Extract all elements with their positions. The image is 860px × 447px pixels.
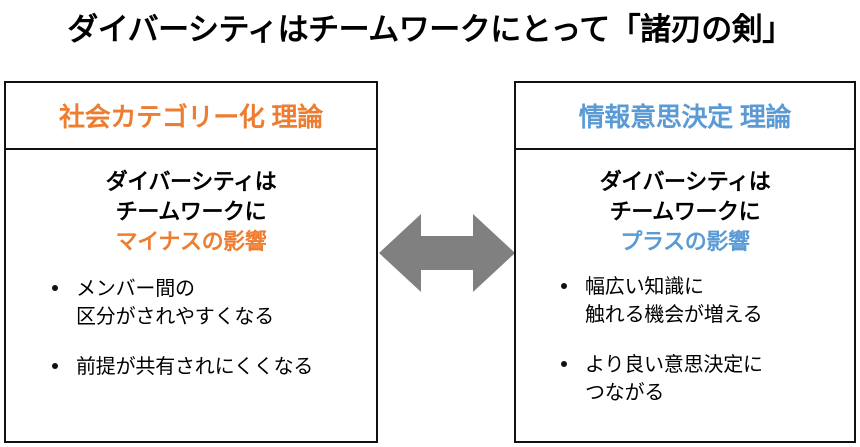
panel-left-lead: ダイバーシティは チームワークに マイナスの影響: [6, 150, 376, 257]
list-item: 幅広い知識に 触れる機会が増える: [558, 273, 854, 329]
panel-left-header: 社会カテゴリー化 理論: [6, 83, 376, 150]
panel-right-lead: ダイバーシティは チームワークに プラスの影響: [516, 150, 854, 257]
bullet-dot-icon: [561, 361, 567, 367]
panel-right-body: ダイバーシティは チームワークに プラスの影響 幅広い知識に 触れる機会が増える…: [516, 150, 854, 441]
panel-social-categorization: 社会カテゴリー化 理論 ダイバーシティは チームワークに マイナスの影響 メンバ…: [4, 81, 378, 443]
panel-right-bullet-list: 幅広い知識に 触れる機会が増える より良い意思決定に つながる: [516, 257, 854, 407]
panel-left-lead-accent: マイナスの影響: [115, 229, 267, 254]
bullet-dot-icon: [52, 285, 58, 291]
bullet-line: メンバー間の: [76, 278, 195, 300]
bullet-dot-icon: [52, 363, 58, 369]
double-headed-arrow-icon: [379, 210, 515, 296]
bullet-line: 区分がされやすくなる: [76, 306, 274, 328]
panel-information-decision-making: 情報意思決定 理論 ダイバーシティは チームワークに プラスの影響 幅広い知識に…: [514, 81, 856, 443]
bullet-dot-icon: [561, 283, 567, 289]
page-title: ダイバーシティはチームワークにとって「諸刃の剣」: [67, 12, 793, 47]
panel-left-lead-line2: チームワークに: [115, 199, 267, 224]
panel-right-header: 情報意思決定 理論: [516, 83, 854, 150]
list-item: 前提が共有されにくくなる: [49, 353, 376, 381]
bullet-line: つながる: [585, 382, 665, 404]
bullet-line: より良い意思決定に: [585, 354, 763, 376]
list-item: メンバー間の 区分がされやすくなる: [49, 275, 376, 331]
panel-left-bullet-list: メンバー間の 区分がされやすくなる 前提が共有されにくくなる: [6, 257, 376, 381]
panel-left-lead-line1: ダイバーシティは: [105, 169, 277, 194]
bullet-line: 前提が共有されにくくなる: [76, 356, 314, 378]
panel-right-lead-line2: チームワークに: [609, 199, 761, 224]
panel-right-lead-line1: ダイバーシティは: [599, 169, 771, 194]
bullet-line: 触れる機会が増える: [585, 304, 763, 326]
panel-left-body: ダイバーシティは チームワークに マイナスの影響 メンバー間の 区分がされやすく…: [6, 150, 376, 441]
list-item: より良い意思決定に つながる: [558, 351, 854, 407]
panel-right-lead-accent: プラスの影響: [620, 229, 750, 254]
bullet-line: 幅広い知識に: [585, 276, 704, 298]
